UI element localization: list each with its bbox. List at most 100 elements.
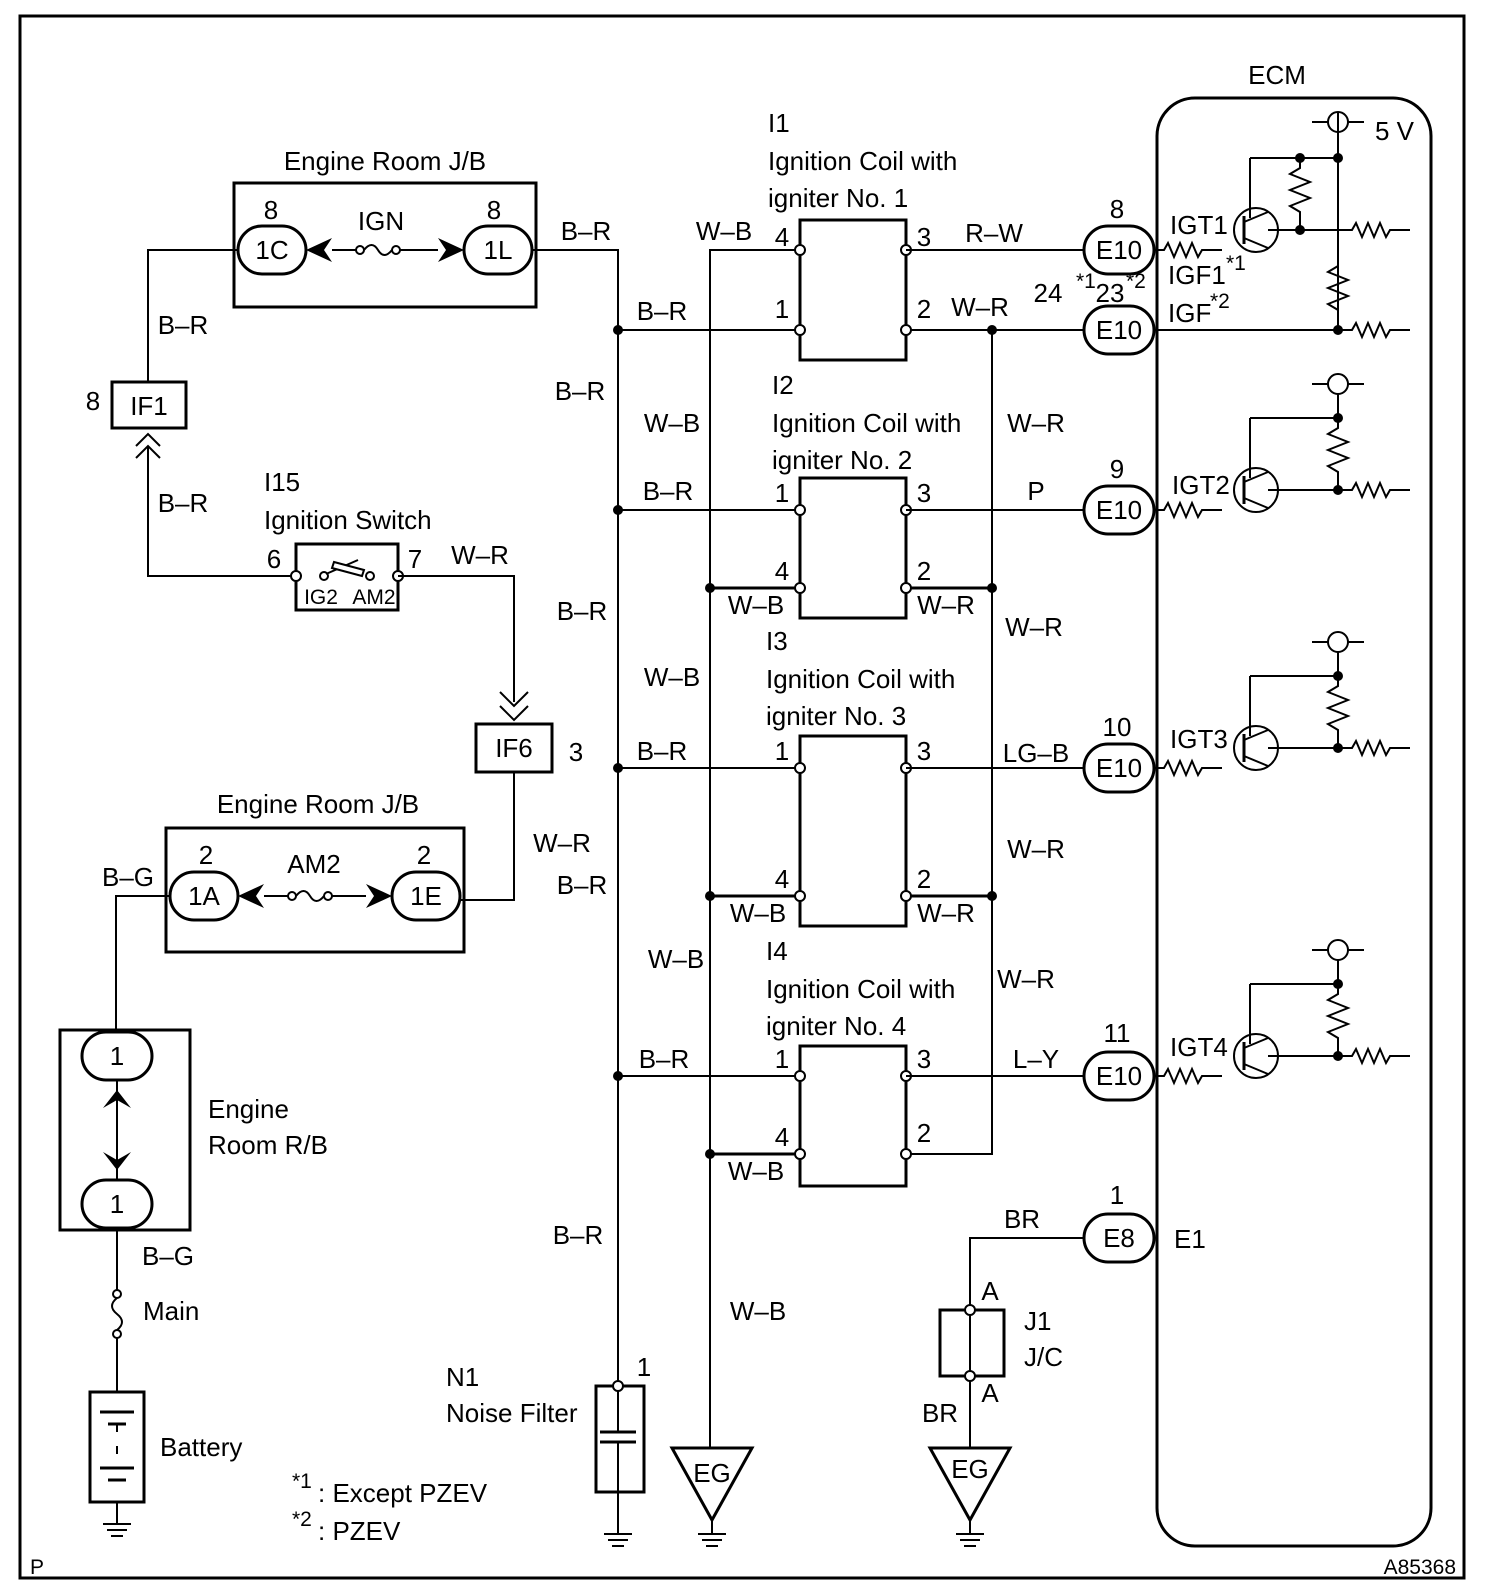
wire-label-br-1: B–R [158, 310, 209, 340]
wire-label-igt2: P [1027, 476, 1044, 506]
wire-label-igt4: L–Y [1013, 1044, 1059, 1074]
svg-text:1C: 1C [255, 235, 288, 265]
battery-label: Battery [160, 1432, 242, 1462]
wire-switch-to-if6 [398, 575, 515, 702]
ign-switch-am2: AM2 [352, 586, 395, 609]
wire-label-wb-top: W–B [696, 216, 752, 246]
wire-label-br-bus-3: B–R [557, 870, 608, 900]
svg-text:E10: E10 [1096, 315, 1142, 345]
eg-label-1: EG [693, 1458, 731, 1488]
relay-block-line1: Engine [208, 1094, 289, 1124]
wire-label-br-i1: B–R [637, 296, 688, 326]
wire-if1-to-1c [147, 249, 238, 382]
ecm-igt1-label: IGT1 [1170, 210, 1228, 240]
coil-i4-pin-d: 2 [917, 1118, 931, 1148]
ecm-igt3-circuit [1154, 631, 1410, 778]
svg-text:E10: E10 [1096, 235, 1142, 265]
wire-label-wr-switch: W–R [451, 540, 509, 570]
eg-ground-icon-2 [927, 1446, 1013, 1547]
ecm-connector-e10-igf: E10 [1082, 304, 1156, 356]
wire-if1-to-switch [147, 446, 296, 577]
coil-i1-pins [794, 244, 912, 336]
corner-right-label: A85368 [1384, 1556, 1456, 1579]
ign-switch-pin-6: 6 [267, 544, 281, 574]
coil-i3-line1: Ignition Coil with [766, 664, 955, 694]
corner-left-label: P [30, 1556, 44, 1579]
ecm-connector-e10-igt1: E10 [1082, 224, 1156, 276]
coil-i1-box [798, 218, 908, 362]
ecm-igt2-circuit [1154, 373, 1410, 520]
ecm-connector-e8: E8 [1082, 1212, 1156, 1264]
svg-text:1: 1 [110, 1189, 124, 1219]
ecm-pin-igt4: 11 [1104, 1018, 1131, 1048]
wire-label-wb-i2: W–B [728, 590, 784, 620]
ign-switch-name: Ignition Switch [264, 505, 432, 535]
coil-i4-code: I4 [766, 936, 788, 966]
ecm-pin-igt1: 8 [1110, 194, 1124, 224]
coil-i1-pin-b: 1 [775, 294, 789, 324]
jc-box [938, 1308, 1006, 1378]
coil-i3-pins [794, 762, 912, 902]
if6-connector-icon [499, 691, 529, 722]
ecm-pin-igf1: 24 [1034, 278, 1063, 308]
jc-pin-a-top: A [981, 1276, 999, 1306]
battery-icon [100, 1410, 134, 1482]
wire-label-wr-i2: W–R [917, 590, 975, 620]
wire-label-wr-bus-3: W–R [1007, 834, 1065, 864]
note-1-text: : Except PZEV [318, 1478, 488, 1508]
wire-1a-to-rb [115, 895, 170, 1030]
coil-i1-line2: igniter No. 1 [768, 183, 908, 213]
if6-pin: 3 [569, 737, 583, 767]
jc-pins [964, 1304, 976, 1382]
coil-i2-line2: igniter No. 2 [772, 445, 912, 475]
coil-i2-line1: Ignition Coil with [772, 408, 961, 438]
noise-filter-box [594, 1384, 646, 1494]
coil-i2-pin-a: 1 [775, 478, 789, 508]
noise-filter-name: Noise Filter [446, 1398, 578, 1428]
coil-i1-pin-c: 3 [917, 222, 931, 252]
coil-i3-pin-b: 4 [775, 864, 789, 894]
wr-bus [906, 329, 993, 1155]
svg-text:1L: 1L [484, 235, 513, 265]
jb-top-connector-1l: 1L [462, 224, 534, 276]
wire-label-wb-bus-2: W–B [644, 662, 700, 692]
jb-top-connector-1c: 1C [236, 224, 308, 276]
jb-bottom-connector-1e: 1E [390, 870, 462, 922]
svg-text:E8: E8 [1103, 1223, 1135, 1253]
ecm-igt3-label: IGT3 [1170, 724, 1228, 754]
ecm-pin-e8: 1 [1110, 1180, 1124, 1210]
eg-label-2: EG [951, 1454, 989, 1484]
if1-pin: 8 [86, 386, 100, 416]
wire-label-br-i2: B–R [643, 476, 694, 506]
jc-code: J1 [1024, 1306, 1051, 1336]
ecm-connector-e10-igt2: E10 [1082, 484, 1156, 536]
wire-label-wr-i3: W–R [917, 898, 975, 928]
ecm-pin-igf2: 23 [1096, 278, 1125, 308]
svg-text:1: 1 [110, 1041, 124, 1071]
coil-i4-line2: igniter No. 4 [766, 1011, 906, 1041]
jb-top-box [232, 181, 538, 309]
jc-pin-a-bottom: A [981, 1378, 999, 1408]
noise-filter-code: N1 [446, 1362, 479, 1392]
coil-i4-pin-c: 3 [917, 1044, 931, 1074]
wire-label-br-top: B–R [561, 216, 612, 246]
ecm-igf-sup: *2 [1210, 290, 1230, 313]
coil-i3-pin-c: 3 [917, 736, 931, 766]
coil-i3-code: I3 [766, 626, 788, 656]
svg-text:E10: E10 [1096, 1061, 1142, 1091]
rb-top-connector: 1 [80, 1030, 154, 1082]
svg-text:E10: E10 [1096, 495, 1142, 525]
ecm-pin-igf2-sup: *2 [1126, 270, 1146, 293]
ecm-5v-label: 5 V [1375, 116, 1415, 146]
coil-i3-line2: igniter No. 3 [766, 701, 906, 731]
ign-switch-pin-7: 7 [408, 544, 422, 574]
ign-fuse-icon [306, 238, 464, 262]
rb-bottom-connector: 1 [80, 1178, 154, 1230]
ecm-title: ECM [1248, 60, 1306, 90]
wire-label-br-bus-1: B–R [555, 376, 606, 406]
coil-i2-code: I2 [772, 370, 794, 400]
ecm-pin-igf1-sup: *1 [1076, 270, 1096, 293]
wire-label-bg-2: B–G [142, 1241, 194, 1271]
coil-i4-box [798, 1044, 908, 1188]
